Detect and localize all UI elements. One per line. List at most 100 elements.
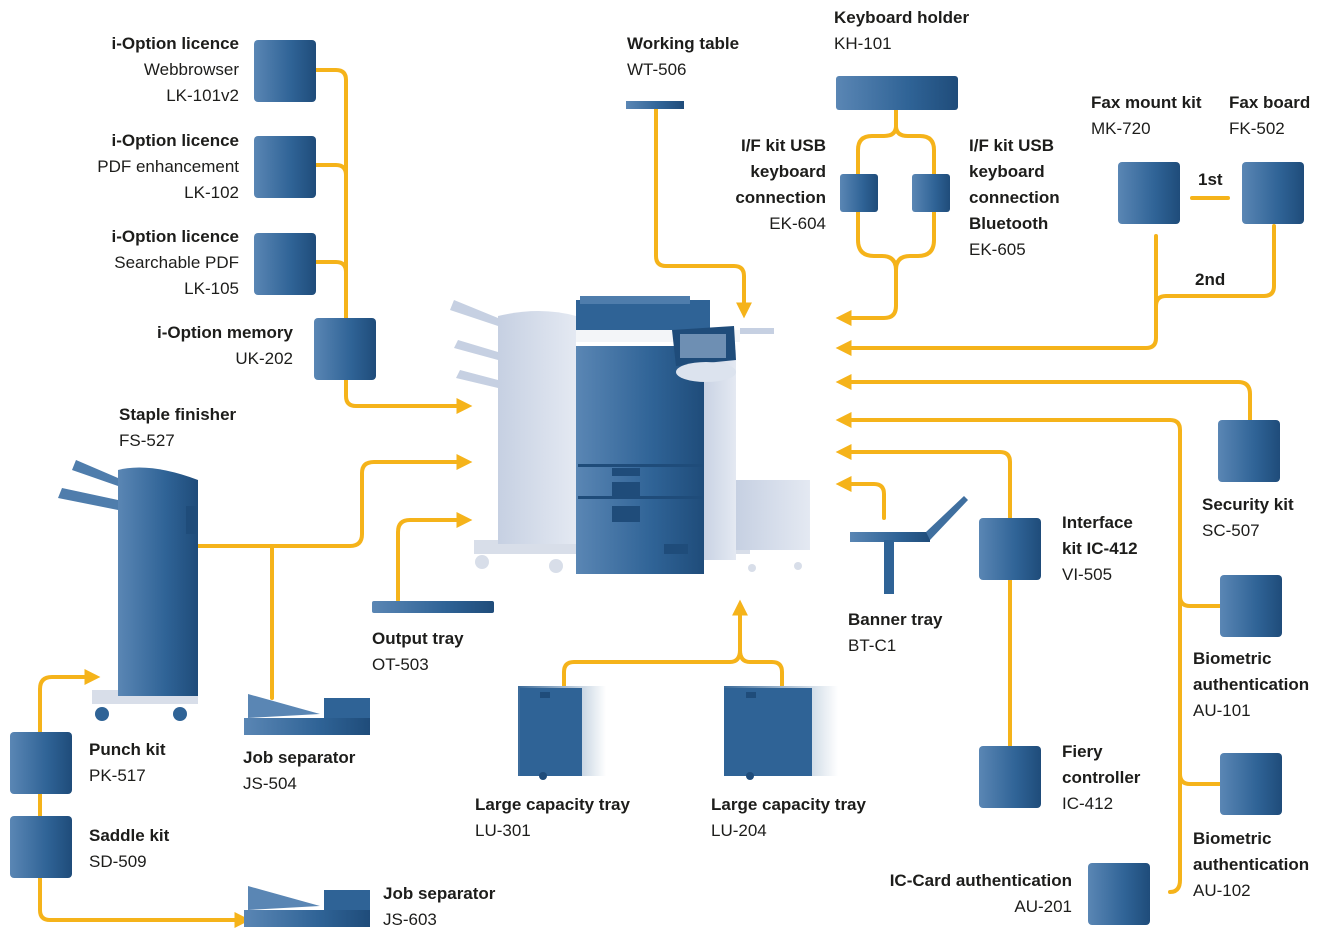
lk105-box	[254, 233, 316, 295]
mk720-box	[1118, 162, 1180, 224]
connector-au101	[1178, 594, 1222, 608]
label-sc507-title: Security kit	[1202, 495, 1294, 514]
connector-wt506	[654, 106, 752, 319]
label-ek605-title-0: I/F kit USB	[969, 136, 1055, 155]
label-ot503-title: Output tray	[372, 629, 464, 648]
connector-ic412	[835, 444, 1012, 750]
label-first-title: 1st	[1198, 170, 1223, 189]
label-lk102-line-0: PDF enhancement	[97, 157, 239, 176]
js504-shape	[244, 694, 370, 735]
fk502-box	[1242, 162, 1304, 224]
label-lk102-title: i-Option licence	[111, 131, 239, 150]
label-lu204-title: Large capacity tray	[711, 795, 866, 814]
label-ek604-line-0: EK-604	[769, 214, 826, 233]
label-sc507-line-0: SC-507	[1202, 521, 1260, 540]
label-lk101-line-0: Webbrowser	[143, 60, 239, 79]
label-au101-title-0: Biometric	[1193, 649, 1272, 668]
connector-lk105	[314, 260, 348, 274]
connector-lu	[562, 599, 748, 690]
label-lk101-title: i-Option licence	[111, 34, 239, 53]
label-au101-title-1: authentication	[1193, 675, 1310, 694]
au201-box	[1088, 863, 1150, 925]
label-au102-title-1: authentication	[1193, 855, 1310, 874]
sd509-box	[10, 816, 72, 878]
label-ic412-line-0: IC-412	[1062, 794, 1114, 813]
label-ek604: I/F kit USB keyboard connection EK-604	[735, 133, 826, 237]
js603-shape	[244, 886, 370, 927]
label-wt506-line-0: WT-506	[627, 60, 687, 79]
label-uk202-line-0: UK-202	[235, 349, 293, 368]
label-pk517-line-0: PK-517	[89, 766, 146, 785]
label-au101-line-0: AU-101	[1193, 701, 1251, 720]
connector-lu204	[738, 648, 784, 690]
ek604-box	[840, 174, 878, 212]
label-ek605-title-3: Bluetooth	[969, 214, 1049, 233]
connector-ot503	[396, 512, 473, 602]
label-ic412: Fiery controller IC-412	[1062, 739, 1140, 817]
label-au102-title-0: Biometric	[1193, 829, 1272, 848]
label-ek604-title-2: connection	[735, 188, 826, 207]
connector-fax	[835, 234, 1158, 356]
label-ic412-title-1: controller	[1062, 768, 1141, 787]
label-js504-line-0: JS-504	[243, 774, 297, 793]
connector-uk202	[344, 376, 473, 414]
label-js504-title: Job separator	[243, 748, 356, 767]
uk202-box	[314, 318, 376, 380]
label-second-title: 2nd	[1195, 270, 1226, 289]
btc1-shape	[850, 496, 968, 594]
connector-fax-2nd	[1154, 224, 1276, 308]
label-mk720: Fax mount kit MK-720	[1091, 90, 1202, 142]
connector-lk102	[314, 163, 348, 177]
label-sd509-line-0: SD-509	[89, 852, 147, 871]
label-mk720-title: Fax mount kit	[1091, 93, 1202, 112]
label-fk502-title: Fax board	[1229, 93, 1311, 112]
label-lk105-title: i-Option licence	[111, 227, 239, 246]
ot503-shape	[372, 601, 494, 613]
kh101-shape	[836, 76, 958, 110]
label-sd509: Saddle kit SD-509	[89, 823, 169, 875]
label-uk202: i-Option memory UK-202	[157, 320, 293, 372]
label-lk105-line-0: Searchable PDF	[114, 253, 239, 272]
main-mfp-shape	[450, 296, 810, 574]
connector-au102	[1178, 772, 1222, 786]
label-lu204-line-0: LU-204	[711, 821, 767, 840]
connector-btc1	[835, 476, 886, 520]
sc507-box	[1218, 420, 1280, 482]
label-pk517: Punch kit PK-517	[89, 737, 166, 789]
connector-pk517	[38, 669, 251, 928]
label-lk102-line-1: LK-102	[184, 183, 239, 202]
label-au102: Biometric authentication AU-102	[1193, 826, 1309, 904]
label-vi505: Interface kit IC-412 VI-505	[1062, 510, 1138, 588]
connector-sc507	[835, 374, 1252, 422]
label-btc1-title: Banner tray	[848, 610, 943, 629]
label-mk720-line-0: MK-720	[1091, 119, 1151, 138]
label-btc1: Banner tray BT-C1	[848, 607, 942, 659]
label-kh101-line-0: KH-101	[834, 34, 892, 53]
label-lk105-line-1: LK-105	[184, 279, 239, 298]
label-second: 2nd	[1195, 267, 1225, 293]
label-lk101-line-1: LK-101v2	[166, 86, 239, 105]
label-pk517-title: Punch kit	[89, 740, 166, 759]
label-au201-title: IC-Card authentication	[889, 871, 1072, 890]
wt506-shape	[626, 101, 684, 109]
label-ek604-title-0: I/F kit USB	[740, 136, 826, 155]
label-first: 1st	[1198, 167, 1223, 193]
label-js603: Job separator JS-603	[383, 881, 495, 933]
components	[10, 40, 1304, 927]
connector-kh101	[835, 108, 898, 326]
label-fs527: Staple finisher FS-527	[119, 402, 236, 454]
au101-box	[1220, 575, 1282, 637]
label-lu301: Large capacity tray LU-301	[475, 792, 630, 844]
label-ek605-title-2: connection	[969, 188, 1060, 207]
label-lk102: i-Option licence PDF enhancement LK-102	[97, 128, 239, 206]
label-ek605-line-0: EK-605	[969, 240, 1026, 259]
lu301-shape	[518, 686, 606, 780]
label-ic412-title-0: Fiery	[1062, 742, 1103, 761]
label-sc507: Security kit SC-507	[1202, 492, 1294, 544]
label-wt506-title: Working table	[627, 34, 740, 53]
pk517-box	[10, 732, 72, 794]
connector-auth	[835, 412, 1182, 894]
label-ot503-line-0: OT-503	[372, 655, 429, 674]
label-fk502: Fax board FK-502	[1229, 90, 1310, 142]
